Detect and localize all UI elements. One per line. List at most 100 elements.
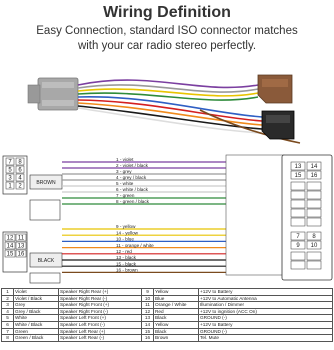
wire-bundle [77,79,301,144]
wire-label: 5 - white [116,181,134,186]
car-pin-number: 10 [311,243,318,249]
car-pin-cell [306,208,322,218]
black-pin-cell [15,249,27,258]
black-pin-number: 13 [18,244,25,250]
car-pin-cell [306,161,322,171]
table-cell: Violet [13,288,59,296]
table-cell: White [13,314,59,322]
black-pin-cell [4,233,16,242]
car-pin-cell [290,170,306,180]
table-cell: GROUND (-) [198,314,333,322]
wire-label: 13 - black [116,255,137,260]
table-cell: Green / Black [13,334,59,342]
table-cell: Blue [153,294,199,303]
table-cell: +12V to Battery [198,320,333,329]
car-pin-number: 14 [311,164,318,170]
table-cell: +12V to ingnition (ACC On) [198,307,333,316]
brown-pin-cell [5,157,15,166]
car-pin-cell [306,170,322,180]
table-cell: Speaker Right Front (+) [58,301,142,309]
table-cell: 1 [1,288,14,296]
car-pin-number: 13 [295,164,302,170]
wire-label: 9 - yellow [116,224,136,229]
wire-label: 7 - green [116,193,135,198]
table-cell: Grey [13,301,59,309]
car-pin-cell [290,251,306,261]
car-pin-cell [290,260,306,270]
subtitle-line-1: Easy Connection, standard ISO connector … [36,25,298,37]
brown-iso-connector [257,74,293,104]
brown-pin-cell [5,165,15,174]
wire-label: 12 - red [116,249,132,254]
brown-pin-number: 1 [8,184,12,190]
car-pin-cell [306,260,322,270]
black-pin-number: 15 [7,252,14,258]
brown-pin-number: 5 [8,168,12,174]
table-cell: Speaker Left Rear (-) [58,334,142,342]
table-cell: +12V to Automatic Antenna [198,294,333,303]
table-cell: Green [13,327,59,336]
table-cell: Tel. Mute [198,334,333,342]
black-pin-cell [15,233,27,242]
car-pin-cell [306,181,322,191]
wire-label: 14 - yellow [116,230,139,235]
brown-pin-cell [15,165,25,174]
table-cell: 13 [141,314,154,322]
table-cell: Grey / Black [13,307,59,316]
table-cell: 14 [141,320,154,329]
brown-pin-cell [5,173,15,182]
car-pin-cell [306,217,322,227]
subtitle-line-2: with your car radio stereo perfectly. [77,40,257,52]
brown-pin-number: 3 [8,176,12,182]
black-pin-number: 14 [7,244,14,250]
car-pin-cell [290,217,306,227]
wire-label: 8 - green / black [116,199,150,204]
table-cell: 4 [1,307,14,316]
brown-block-label: BROWN [36,180,56,186]
table-cell: Speaker Right Front (-) [58,307,142,316]
table-cell: 3 [1,301,14,309]
table-cell: 16 [141,334,154,342]
black-pin-number: 11 [18,236,25,242]
brown-pin-cell [15,181,25,190]
wire-label: 6 - white / black [116,187,149,192]
table-cell: +12V to Battery [198,288,333,296]
car-pin-number: 7 [296,234,300,240]
table-cell: GROUND (-) [198,327,333,336]
wire-label: 2 - violet / black [116,163,149,168]
table-cell: 2 [1,294,14,303]
brown-pin-number: 8 [18,160,22,166]
car-pin-number: 9 [296,243,300,249]
car-pin-number: 8 [312,234,316,240]
brown-pin-number: 4 [18,176,22,182]
car-pin-number: 16 [311,173,318,179]
grey-car-connector [27,77,79,111]
table-cell: Black [153,327,199,336]
black-iso-connector [261,110,295,140]
brown-pin-cell [15,173,25,182]
table-cell: Speaker Right Rear (+) [58,288,142,296]
black-pin-cell [15,241,27,250]
wire-label: 15 - black [116,261,137,266]
table-cell: 15 [141,327,154,336]
car-pin-cell [306,199,322,209]
table-cell: Orange / White [153,301,199,309]
page-title: Wiring Definition [103,4,231,21]
table-cell: 5 [1,314,14,322]
table-cell: 11 [141,301,154,309]
table-cell: Speaker Left Front (-) [58,320,142,329]
table-cell: White / Black [13,320,59,329]
car-pin-cell [290,208,306,218]
brown-pin-cell [15,157,25,166]
car-pin-cell [290,190,306,200]
